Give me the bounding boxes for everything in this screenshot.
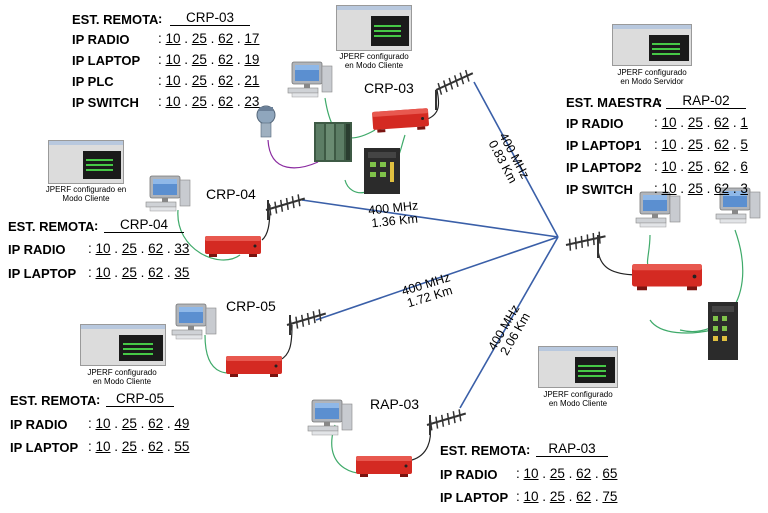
ip-value: : 10 . 25 . 62 . 6	[654, 159, 748, 174]
ip-label: IP PLC	[72, 74, 114, 89]
ip-label: IP LAPTOP	[10, 440, 79, 455]
ip-label: IP LAPTOP2	[566, 160, 642, 175]
computer-icon	[307, 399, 353, 436]
ip-label: IP LAPTOP	[72, 53, 141, 68]
ip-table-crp04: EST. REMOTA : CRP-04 IP RADIO : 10 . 25 …	[8, 217, 190, 281]
ip-value: : 10 . 25 . 62 . 21	[158, 73, 260, 88]
ip-value: : 10 . 25 . 62 . 19	[158, 52, 260, 67]
station-type-label: EST. REMOTA	[8, 219, 95, 234]
ip-label: IP SWITCH	[72, 95, 139, 110]
switch-icon	[364, 148, 400, 194]
ip-value: : 10 . 25 . 62 . 65	[516, 466, 618, 481]
ip-table-crp05: EST. REMOTA : CRP-05 IP RADIO : 10 . 25 …	[10, 391, 190, 455]
link-line-crp04	[301, 199, 559, 238]
ip-value: : 10 . 25 . 62 . 23	[158, 94, 260, 109]
ip-label: IP SWITCH	[566, 182, 633, 197]
station-name-value: CRP-05	[106, 391, 174, 407]
computer-icon	[171, 303, 217, 340]
ip-table-crp03: EST. REMOTA : CRP-03 IP RADIO : 10 . 25 …	[72, 10, 260, 110]
ip-value: : 10 . 25 . 62 . 75	[516, 489, 618, 504]
link-line-rap03	[459, 236, 559, 409]
station-type-label: EST. REMOTA	[10, 393, 97, 408]
ip-value: : 10 . 25 . 62 . 3	[654, 181, 748, 196]
station-name-value: CRP-03	[170, 10, 250, 26]
yagi-antenna-icon	[263, 192, 308, 220]
jperf-screenshot-icon	[80, 324, 166, 366]
ip-table-rap02: EST. MAESTRA : RAP-02 IP RADIO : 10 . 25…	[566, 93, 748, 197]
computer-icon	[145, 175, 191, 212]
ip-table-rap03: EST. REMOTA : RAP-03 IP RADIO : 10 . 25 …	[440, 441, 618, 505]
station-type-label: EST. REMOTA	[440, 443, 527, 458]
station-type-label: EST. MAESTRA	[566, 95, 662, 110]
ip-label: IP RADIO	[566, 116, 624, 131]
station-label-crp03: CRP-03	[364, 80, 414, 96]
switch-icon	[708, 302, 738, 360]
ip-value: : 10 . 25 . 62 . 5	[654, 137, 748, 152]
radio-icon	[632, 264, 702, 291]
station-name-value: RAP-03	[536, 441, 608, 457]
ip-label: IP LAPTOP1	[566, 138, 642, 153]
station-label-crp04: CRP-04	[206, 186, 256, 202]
jperf-screenshot-icon	[612, 24, 692, 66]
ip-label: IP RADIO	[440, 467, 498, 482]
ip-label: IP LAPTOP	[440, 490, 509, 505]
yagi-antenna-icon	[564, 230, 608, 258]
yagi-antenna-icon	[431, 67, 478, 110]
link-lines	[301, 81, 559, 409]
yagi-antenna-icon	[424, 407, 469, 435]
link-line-crp05	[315, 236, 559, 321]
pressure-transmitter-icon	[256, 105, 276, 138]
plc-signal-cable	[267, 139, 319, 169]
radio-icon	[205, 236, 261, 257]
ip-value: : 10 . 25 . 62 . 17	[158, 31, 260, 46]
ip-value: : 10 . 25 . 62 . 1	[654, 115, 748, 130]
ip-value: : 10 . 25 . 62 . 55	[88, 439, 190, 454]
jperf-screenshot-icon	[48, 140, 124, 184]
station-label-rap03: RAP-03	[370, 396, 420, 412]
station-name-value: CRP-04	[104, 217, 184, 233]
ip-value: : 10 . 25 . 62 . 49	[88, 416, 190, 431]
radio-icon	[226, 356, 282, 377]
ip-label: IP RADIO	[8, 242, 66, 257]
station-type-label: EST. REMOTA	[72, 12, 159, 27]
yagi-antenna-icon	[284, 307, 329, 335]
station-label-crp05: CRP-05	[226, 298, 276, 314]
ip-value: : 10 . 25 . 62 . 35	[88, 265, 190, 280]
radio-icon	[372, 108, 430, 133]
ip-value: : 10 . 25 . 62 . 33	[88, 241, 190, 256]
radio-icon	[356, 456, 412, 477]
jperf-screenshot-icon	[336, 5, 412, 51]
plc-icon	[314, 122, 352, 162]
ip-label: IP RADIO	[10, 417, 68, 432]
jperf-screenshot-icon	[538, 346, 618, 388]
link-line-crp03	[473, 81, 559, 238]
ip-label: IP LAPTOP	[8, 266, 77, 281]
station-name-value: RAP-02	[666, 93, 746, 109]
ip-label: IP RADIO	[72, 32, 130, 47]
